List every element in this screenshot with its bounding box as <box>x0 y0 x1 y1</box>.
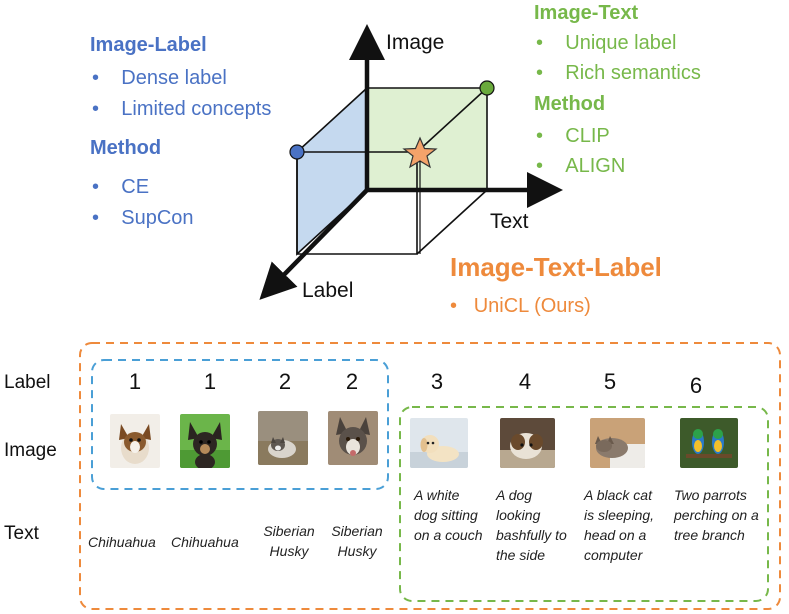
image-label-dot <box>289 144 305 160</box>
image-label-item-2: • Limited concepts <box>92 98 272 120</box>
row-label-image: Image <box>4 440 57 461</box>
image-text-method-1: • CLIP <box>536 125 610 147</box>
sample-label: 2 <box>278 369 292 394</box>
sample-text: Siberian Husky <box>331 523 383 559</box>
sample-label: 6 <box>689 373 703 398</box>
black-cat-photo <box>590 418 645 468</box>
image-label-box <box>91 359 389 490</box>
axis-label-image: Image <box>386 31 445 54</box>
sample-text: A dog looking bashfully to the side <box>496 487 567 563</box>
axis-label-label: Label <box>302 279 354 302</box>
chihuahua-photo <box>110 414 160 468</box>
row-label-label: Label <box>4 372 51 393</box>
sample-label: 4 <box>518 369 532 394</box>
cube-diagram <box>259 24 563 300</box>
image-label-item-1: • Dense label <box>92 67 227 89</box>
row-label-text: Text <box>4 523 39 544</box>
image-text-method-2: • ALIGN <box>536 155 626 177</box>
sample-label: 1 <box>128 369 142 394</box>
image-text-box <box>399 406 769 602</box>
sample-label: 2 <box>345 369 359 394</box>
axis-label-text: Text <box>490 210 529 233</box>
white-dog-photo <box>410 418 468 468</box>
image-text-title: Image-Text <box>534 2 639 24</box>
sample-text: Two parrots perching on a tree branch <box>674 487 759 543</box>
image-text-label-title: Image-Text-Label <box>450 252 662 282</box>
sample-text: Siberian Husky <box>263 523 315 559</box>
sample-label: 1 <box>203 369 217 394</box>
image-label-title: Image-Label <box>90 34 207 56</box>
sample-label: 3 <box>430 369 444 394</box>
sample-text: Chihuahua <box>88 534 156 550</box>
image-text-method-title: Method <box>534 93 606 115</box>
chihuahua-photo <box>180 414 230 468</box>
image-text-dot <box>479 80 495 96</box>
image-label-method-1: • CE <box>92 176 150 198</box>
image-label-method-title: Method <box>90 137 162 159</box>
dog-side-photo <box>500 418 555 468</box>
sample-text: Chihuahua <box>171 534 239 550</box>
sample-text: A white dog sitting on a couch <box>414 487 483 543</box>
label-axis <box>259 188 369 300</box>
image-text-label-box <box>79 342 781 610</box>
husky-photo <box>328 411 378 465</box>
image-text-item-2: • Rich semantics <box>536 62 701 84</box>
image-label-method-2: • SupCon <box>92 207 194 229</box>
husky-photo <box>258 411 308 465</box>
image-text-label-item-1: • UniCL (Ours) <box>450 295 591 317</box>
sample-text: A black cat is sleeping, head on a compu… <box>584 487 655 563</box>
sample-label: 5 <box>603 369 617 394</box>
image-text-item-1: • Unique label <box>536 32 677 54</box>
parrots-photo <box>680 418 738 468</box>
